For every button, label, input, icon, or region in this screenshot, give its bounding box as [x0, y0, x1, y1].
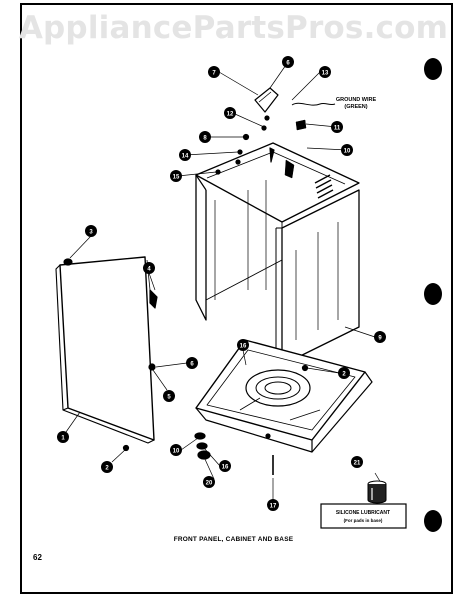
- ground-wire-note-line1: GROUND WIRE: [336, 97, 377, 103]
- ground-wire-note-line2: (GREEN): [344, 104, 367, 110]
- callout-13-label: 13: [322, 71, 329, 77]
- callout-2b-label: 2: [342, 372, 346, 378]
- callout-10a: 10: [170, 444, 182, 456]
- watermark: AppliancePartsPros.com: [18, 10, 449, 46]
- callout-1-label: 1: [61, 436, 65, 442]
- page-frame: [20, 3, 453, 594]
- callout-15-label: 15: [173, 175, 180, 181]
- callout-10a-label: 10: [173, 449, 180, 455]
- callout-20: 20: [203, 476, 215, 488]
- binder-hole-middle: [424, 283, 442, 305]
- callout-3: 3: [85, 225, 97, 237]
- callout-14: 14: [179, 149, 191, 161]
- diagram-title: FRONT PANEL, CABINET AND BASE: [173, 536, 294, 543]
- callout-11: 11: [331, 121, 343, 133]
- binder-hole-top: [424, 58, 442, 80]
- callout-2b: 2: [338, 367, 350, 379]
- callout-10b-label: 10: [344, 149, 351, 155]
- callout-4-label: 4: [147, 267, 151, 273]
- callout-17-label: 17: [270, 504, 277, 510]
- binder-hole-bottom: [424, 510, 442, 532]
- ground-wire-bracket: [254, 87, 336, 131]
- callout-4: 4: [143, 262, 155, 274]
- callout-2a: 2: [101, 461, 113, 473]
- callout-1: 1: [57, 431, 69, 443]
- callout-6b: 6: [282, 56, 294, 68]
- callout-5-label: 5: [167, 395, 171, 401]
- callout-9: 9: [374, 331, 386, 343]
- leader-lines: [65, 61, 382, 500]
- silicone-lubricant-container: [320, 480, 407, 529]
- callout-9-label: 9: [378, 336, 382, 342]
- callout-8-label: 8: [203, 136, 207, 142]
- callout-16a-label: 16: [240, 344, 247, 350]
- callout-21: 21: [351, 456, 363, 468]
- callout-17: 17: [267, 499, 279, 511]
- page-number: 62: [33, 553, 42, 562]
- callout-13: 13: [319, 66, 331, 78]
- callout-2a-label: 2: [105, 466, 109, 472]
- callout-20-label: 20: [206, 481, 213, 487]
- callout-16b-label: 16: [222, 465, 229, 471]
- callout-12-label: 12: [227, 112, 234, 118]
- callout-16a: 16: [237, 339, 249, 351]
- front-panel: [55, 256, 155, 444]
- callout-16b: 16: [219, 460, 231, 472]
- callout-14-label: 14: [182, 154, 189, 160]
- lubricant-note-line2: (For pads in base): [344, 518, 383, 523]
- base: [195, 339, 373, 453]
- callout-10b: 10: [341, 144, 353, 156]
- callout-6a-label: 6: [190, 362, 194, 368]
- callout-21-label: 21: [354, 461, 361, 467]
- callout-8: 8: [199, 131, 211, 143]
- callout-7: 7: [208, 66, 220, 78]
- callout-3-label: 3: [89, 230, 93, 236]
- callout-5: 5: [163, 390, 175, 402]
- callout-6b-label: 6: [286, 61, 290, 67]
- callout-12: 12: [224, 107, 236, 119]
- callout-11-label: 11: [334, 126, 341, 132]
- callout-15: 15: [170, 170, 182, 182]
- lubricant-note-line1: SILICONE LUBRICANT: [336, 510, 390, 516]
- callout-7-label: 7: [212, 71, 216, 77]
- callout-6a: 6: [186, 357, 198, 369]
